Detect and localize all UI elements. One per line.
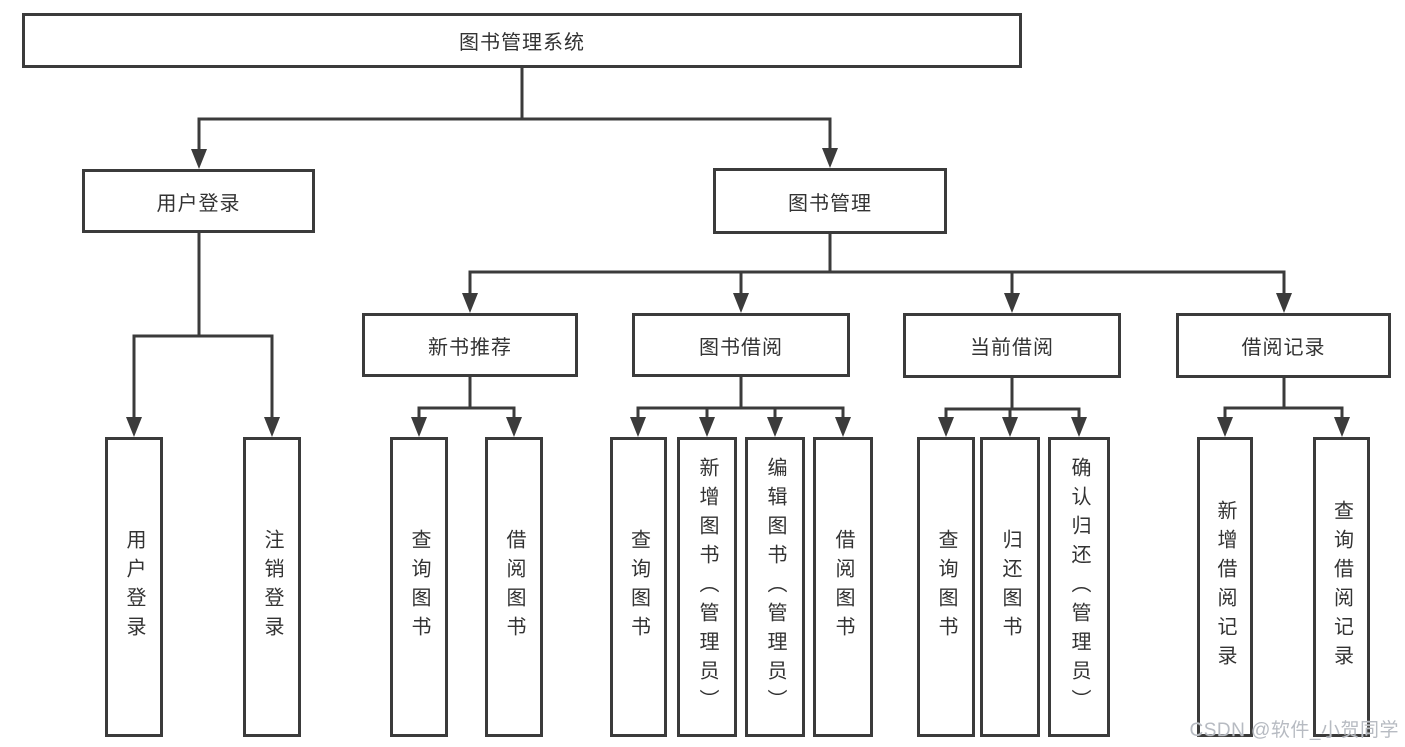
leaf-user-login: 用户登录 bbox=[105, 437, 163, 737]
node-label: 图书管理 bbox=[788, 192, 872, 215]
leaf-logout: 注销登录 bbox=[243, 437, 301, 737]
leaf-query-books-recommend: 查询图书 bbox=[390, 437, 448, 737]
leaf-edit-book-admin: 编辑图书（管理员） bbox=[745, 437, 805, 737]
leaf-borrow-books-recommend: 借阅图书 bbox=[485, 437, 543, 737]
node-label: 图书借阅 bbox=[699, 336, 783, 359]
node-label: 图书管理系统 bbox=[459, 32, 585, 54]
leaf-label: 查询图书 bbox=[408, 529, 430, 645]
leaf-label: 用户登录 bbox=[123, 529, 145, 645]
leaf-label: 借阅图书 bbox=[503, 529, 525, 645]
leaf-query-borrow-record: 查询借阅记录 bbox=[1313, 437, 1370, 737]
node-label: 当前借阅 bbox=[970, 337, 1054, 359]
leaf-return-book: 归还图书 bbox=[980, 437, 1040, 737]
leaf-borrow-books-borrowing: 借阅图书 bbox=[813, 437, 873, 737]
node-library-management-system: 图书管理系统 bbox=[22, 13, 1022, 68]
node-book-borrowing: 图书借阅 bbox=[632, 313, 850, 377]
leaf-label: 归还图书 bbox=[999, 529, 1021, 645]
leaf-label: 注销登录 bbox=[261, 529, 283, 645]
leaf-label: 新增借阅记录 bbox=[1214, 500, 1236, 674]
leaf-label: 查询图书 bbox=[627, 529, 650, 645]
node-label: 借阅记录 bbox=[1241, 337, 1326, 359]
leaf-label: 借阅图书 bbox=[832, 529, 854, 645]
leaf-query-books-borrowing: 查询图书 bbox=[610, 437, 667, 737]
leaf-add-borrow-record: 新增借阅记录 bbox=[1197, 437, 1253, 737]
node-borrowing-records: 借阅记录 bbox=[1176, 313, 1391, 378]
node-book-management: 图书管理 bbox=[713, 168, 947, 234]
node-user-login: 用户登录 bbox=[82, 169, 315, 233]
node-new-book-recommendation: 新书推荐 bbox=[362, 313, 578, 377]
leaf-label: 新增图书（管理员） bbox=[696, 456, 718, 718]
leaf-label: 查询借阅记录 bbox=[1330, 500, 1353, 674]
leaf-query-books-current: 查询图书 bbox=[917, 437, 975, 737]
leaf-add-book-admin: 新增图书（管理员） bbox=[677, 437, 737, 737]
node-current-borrowing: 当前借阅 bbox=[903, 313, 1121, 378]
leaf-label: 确认归还（管理员） bbox=[1068, 456, 1090, 718]
leaf-label: 编辑图书（管理员） bbox=[764, 456, 786, 718]
node-label: 新书推荐 bbox=[428, 336, 512, 359]
arrowheads bbox=[126, 148, 1350, 437]
csdn-watermark: CSDN @软件_小贺同学 bbox=[1189, 720, 1399, 741]
leaf-confirm-return-admin: 确认归还（管理员） bbox=[1048, 437, 1110, 737]
leaf-label: 查询图书 bbox=[935, 529, 957, 645]
node-label: 用户登录 bbox=[156, 192, 241, 215]
